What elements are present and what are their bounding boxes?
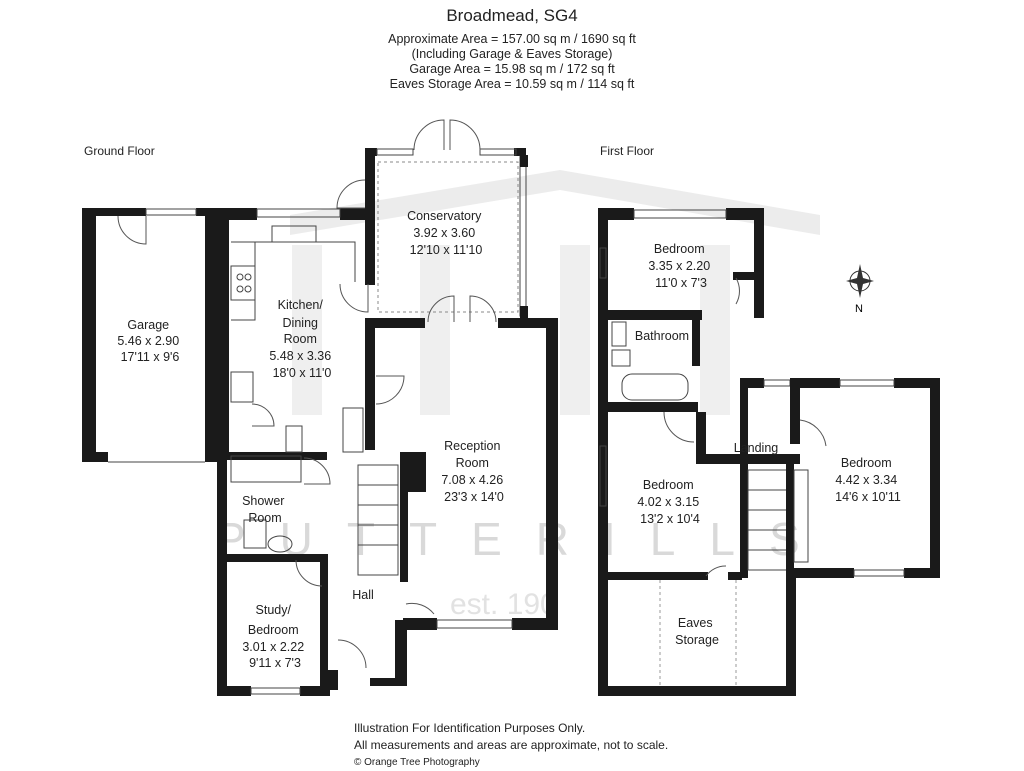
room-shower: Shower Room (242, 494, 288, 525)
area-line-eaves: Eaves Storage Area = 10.59 sq m / 114 sq… (389, 77, 635, 91)
watermark: PUTTERILLS est. 190 (215, 170, 820, 621)
header: Broadmead, SG4 Approximate Area = 157.00… (0, 4, 1024, 92)
room-hall: Hall (352, 588, 374, 602)
footer-measurements-note: All measurements and areas are approxima… (354, 738, 669, 752)
room-bathroom: Bathroom (635, 329, 689, 343)
watermark-est: est. 190 (450, 588, 557, 621)
plan-title: Broadmead, SG4 (446, 6, 578, 25)
area-line-garage: Garage Area = 15.98 sq m / 172 sq ft (409, 62, 615, 76)
room-labels: Garage 5.46 x 2.90 17'11 x 9'6 Kitchen/ … (117, 209, 901, 670)
footer-disclaimer: Illustration For Identification Purposes… (354, 721, 586, 735)
room-garage: Garage 5.46 x 2.90 17'11 x 9'6 (117, 318, 182, 364)
first-floor-label: First Floor (600, 144, 654, 158)
room-conservatory: Conservatory 3.92 x 3.60 12'10 x 11'10 (407, 209, 485, 257)
ground-floor-label: Ground Floor (84, 144, 155, 158)
room-study-bedroom: Study/ Bedroom 3.01 x 2.22 9'11 x 7'3 (242, 603, 307, 670)
room-landing: Landing (734, 441, 779, 455)
room-kitchen-dining: Kitchen/ Dining Room 5.48 x 3.36 18'0 x … (269, 298, 334, 380)
footer-credit: © Orange Tree Photography (354, 757, 480, 768)
area-line-including: (Including Garage & Eaves Storage) (411, 47, 613, 61)
area-line-total: Approximate Area = 157.00 sq m / 1690 sq… (388, 32, 636, 46)
room-bedroom-2: Bedroom 4.42 x 3.34 14'6 x 10'11 (835, 456, 901, 504)
compass-north-label: N (855, 303, 863, 315)
room-bedroom-1: Bedroom 3.35 x 2.20 11'0 x 7'3 (648, 242, 713, 290)
room-bedroom-3: Bedroom 4.02 x 3.15 13'2 x 10'4 (637, 478, 702, 526)
room-reception: Reception Room 7.08 x 4.26 23'3 x 14'0 (441, 439, 506, 504)
first-floor-plan (598, 208, 940, 696)
room-eaves-storage: Eaves Storage (675, 616, 719, 647)
ground-floor-plan (82, 119, 558, 696)
compass-icon: N (846, 264, 874, 315)
footer: Illustration For Identification Purposes… (354, 720, 668, 771)
